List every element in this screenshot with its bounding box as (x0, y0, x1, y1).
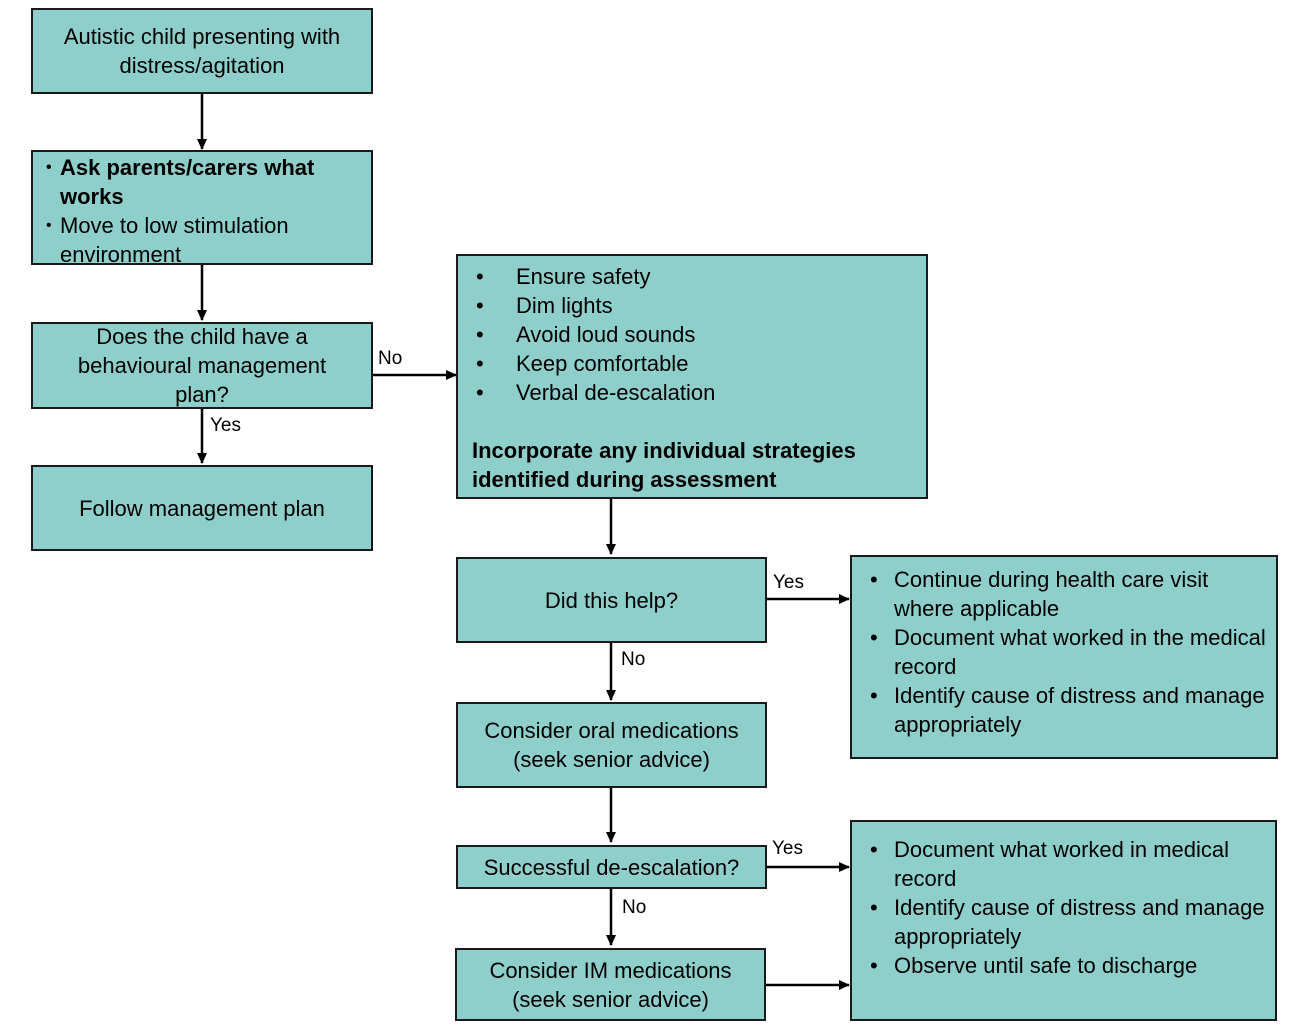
ask-parents-item: Ask parents/carers what works (46, 153, 363, 211)
strategies-item: Verbal de-escalation (472, 378, 916, 407)
node-deescalation-question-text: Successful de-escalation? (483, 854, 740, 880)
node-strategies: Ensure safety Dim lights Avoid loud soun… (456, 254, 928, 499)
strategies-item: Avoid loud sounds (472, 320, 916, 349)
strategies-item: Keep comfortable (472, 349, 916, 378)
strategies-item: Ensure safety (472, 262, 916, 291)
node-start: Autistic child presenting with distress/… (31, 8, 373, 94)
strategies-note: Incorporate any individual strategies id… (472, 438, 856, 492)
node-final-actions: Document what worked in medical record I… (850, 820, 1277, 1021)
node-oral-meds-text: Consider oral medications (seek senior a… (484, 718, 739, 772)
continue-item: Identify cause of distress and manage ap… (866, 681, 1266, 739)
node-im-meds-text: Consider IM medications (seek senior adv… (489, 957, 732, 1012)
edge-label-deesc-yes: Yes (772, 838, 803, 859)
continue-list: Continue during health care visit where … (866, 565, 1266, 739)
final-actions-item: Observe until safe to discharge (866, 951, 1265, 980)
final-actions-item: Document what worked in medical record (866, 835, 1265, 893)
node-plan-question-text: Does the child have a behavioural manage… (77, 324, 327, 407)
ask-parents-item: Move to low stimulation environment (46, 211, 363, 269)
final-actions-item: Identify cause of distress and manage ap… (866, 893, 1265, 951)
node-im-meds: Consider IM medications (seek senior adv… (455, 948, 766, 1021)
node-deescalation-question: Successful de-escalation? (456, 845, 767, 889)
edge-label-plan-no: No (378, 348, 403, 369)
strategies-list: Ensure safety Dim lights Avoid loud soun… (472, 262, 916, 407)
node-help-question: Did this help? (456, 557, 767, 643)
node-start-text: Autistic child presenting with distress/… (63, 24, 341, 78)
continue-item: Continue during health care visit where … (866, 565, 1266, 623)
node-follow-plan: Follow management plan (31, 465, 373, 551)
node-ask-parents: Ask parents/carers what works Move to lo… (31, 150, 373, 267)
strategies-item: Dim lights (472, 291, 916, 320)
continue-item: Document what worked in the medical reco… (866, 623, 1266, 681)
edge-label-help-yes: Yes (773, 572, 804, 593)
node-follow-plan-text: Follow management plan (79, 495, 325, 521)
node-plan-question: Does the child have a behavioural manage… (31, 322, 373, 409)
node-help-question-text: Did this help? (544, 587, 679, 613)
node-oral-meds: Consider oral medications (seek senior a… (456, 702, 767, 788)
node-continue: Continue during health care visit where … (850, 555, 1278, 759)
edge-label-plan-yes: Yes (210, 415, 241, 436)
final-actions-list: Document what worked in medical record I… (866, 835, 1265, 980)
ask-parents-list: Ask parents/carers what works Move to lo… (46, 153, 363, 269)
edge-label-help-no: No (621, 649, 646, 670)
edge-label-deesc-no: No (622, 897, 647, 918)
